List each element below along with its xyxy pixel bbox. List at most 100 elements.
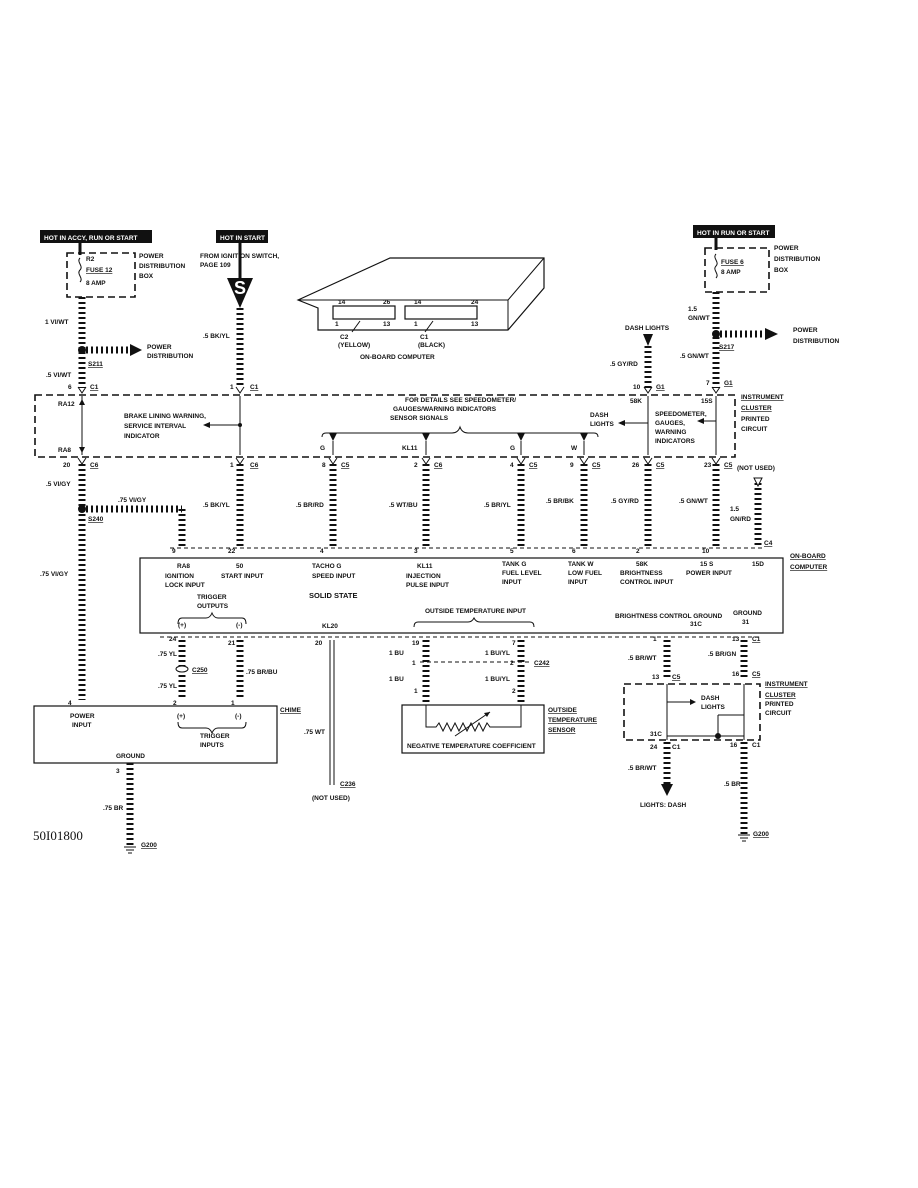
c2-pin-26: 26 — [383, 299, 391, 306]
thermistor-icon — [425, 705, 522, 733]
wire-75-vi-gy-branch: .75 VI/GY — [118, 497, 147, 504]
hot-accy-label: HOT IN ACCY, RUN OR START — [44, 235, 138, 242]
connector-icon — [421, 457, 431, 465]
trigger-brace — [177, 611, 247, 625]
wire-75-wt: .75 WT — [304, 729, 325, 736]
not-used-top: (NOT USED) — [737, 465, 775, 472]
arrow-left-icon — [697, 418, 704, 424]
wire-15-label: 1.5 — [688, 306, 697, 313]
comp-tacho-1: TACHO G — [312, 563, 342, 570]
mid-pin-23: 23 — [704, 462, 712, 469]
comp-tankw-1: TANK W — [568, 561, 594, 568]
wire-75-yl-2: .75 YL — [158, 683, 177, 690]
wire-gn-wt-label: GN/WT — [688, 315, 710, 322]
figure-code: 50I01800 — [33, 828, 83, 843]
comp-pin-10: 10 — [702, 548, 710, 555]
wire-1-vi-wt: 1 VI/WT — [45, 319, 69, 326]
top-conn-g1-b: G1 — [724, 380, 733, 387]
connector-icon — [711, 386, 721, 394]
cluster-name-2: CLUSTER — [741, 405, 772, 412]
wire-5-gy-rd-top: .5 GY/RD — [610, 361, 638, 368]
wire-1-bu-yl-2: 1 BU/YL — [485, 676, 510, 683]
cluster-kl11: KL11 — [402, 445, 418, 452]
comp-pin-4: 4 — [320, 548, 324, 555]
signals-brace — [321, 425, 599, 438]
sensor-label-3: SENSOR — [548, 727, 576, 734]
top-conn-g1-a: G1 — [656, 384, 665, 391]
wire-1-bu-yl-1: 1 BU/YL — [485, 650, 510, 657]
top-connectors — [77, 386, 721, 394]
lower-dash-2: LIGHTS — [701, 704, 725, 711]
lower-pin-13: 13 — [652, 674, 660, 681]
wire-5-wt-bu: .5 WT/BU — [389, 502, 418, 509]
ground-g200-right: G200 — [753, 831, 769, 838]
mid-pin-26: 26 — [632, 462, 640, 469]
sensor-label-1: OUTSIDE — [548, 707, 578, 714]
comp-tacho-2: SPEED INPUT — [312, 573, 355, 580]
comp-minus: (-) — [236, 622, 243, 629]
outside-temp-sensor-box — [401, 704, 545, 754]
chime-pin-4: 4 — [68, 700, 72, 707]
right-fuse-amp: 8 AMP — [721, 269, 741, 276]
lower-ic-4: CIRCUIT — [765, 710, 791, 717]
lower-conn-c5-b: C5 — [752, 671, 761, 678]
wire-1-bu-1: 1 BU — [389, 650, 404, 657]
mid-pin-9: 9 — [570, 462, 574, 469]
sensor-pin-1: 1 — [414, 688, 418, 695]
connector-icon — [235, 457, 245, 465]
c1-pin-1: 1 — [414, 321, 418, 328]
lower-pin-16: 16 — [732, 671, 740, 678]
arrow-down-icon — [79, 447, 85, 453]
lower-conn-c5-a: C5 — [672, 674, 681, 681]
low-pin-7: 7 — [512, 640, 516, 647]
connector-icon — [579, 457, 589, 465]
signal-arrow-icon — [329, 433, 337, 441]
wire-5-br-bk: .5 BR/BK — [546, 498, 574, 505]
wire-1-bu-2: 1 BU — [389, 676, 404, 683]
chime-minus: (-) — [235, 713, 242, 720]
wire-5-bk-yl: .5 BK/YL — [203, 333, 230, 340]
wire-5-br: .5 BR — [724, 781, 741, 788]
comp-ign-1: IGNITION — [165, 573, 194, 580]
c1-pin-13: 13 — [471, 321, 479, 328]
cluster-dash-label-1: DASH — [590, 412, 609, 419]
lower-instrument-cluster-box — [623, 683, 761, 741]
ignition-letter: S — [234, 278, 246, 298]
wire-5-vi-gy: .5 VI/GY — [46, 481, 71, 488]
right-pdb-label-2: DISTRIBUTION — [774, 256, 821, 263]
comp-pin-9: 9 — [172, 548, 176, 555]
wire-5-br-wt-lower: .5 BR/WT — [628, 765, 657, 772]
c1-leader — [424, 320, 434, 333]
arrow-right-icon — [765, 328, 778, 340]
comp-31: 31 — [742, 619, 750, 626]
low-pin-21: 21 — [228, 640, 236, 647]
comp-ra8: RA8 — [177, 563, 190, 570]
comp-31c: 31C — [690, 621, 702, 628]
comp-tankw-3: INPUT — [568, 579, 588, 586]
comp-58k: 58K — [636, 561, 648, 568]
comp-tankg-1: TANK G — [502, 561, 526, 568]
low-pin-13: 13 — [732, 636, 740, 643]
right-pdb-label-3: BOX — [774, 267, 789, 274]
chime-power-2: INPUT — [72, 722, 92, 729]
top-conn-c1-a: C1 — [90, 384, 99, 391]
cluster-g1: G — [320, 445, 325, 452]
wire-5-bk-yl-mid: .5 BK/YL — [203, 502, 230, 509]
cluster-g2: G — [510, 445, 515, 452]
mid-conn-c6-b: C6 — [250, 462, 259, 469]
c250-connector-icon — [175, 665, 189, 673]
conn-c250: C250 — [192, 667, 208, 674]
connector-icon — [643, 457, 653, 465]
comp-p50: 50 — [236, 563, 244, 570]
power-dist-label-2: DISTRIBUTION — [147, 353, 194, 360]
comp-tankw-2: LOW FUEL — [568, 570, 602, 577]
speedo-label-2: GAUGES, — [655, 420, 685, 427]
comp-power: POWER INPUT — [686, 570, 732, 577]
mid-conn-c5-c: C5 — [592, 462, 601, 469]
details-label-1: FOR DETAILS SEE SPEEDOMETER/ — [405, 397, 516, 404]
signal-arrow-icon — [580, 433, 588, 441]
cluster-ra12: RA12 — [58, 401, 75, 408]
mid-pin-20: 20 — [63, 462, 71, 469]
open-end-icon — [753, 477, 763, 488]
comp-pin-5: 5 — [510, 548, 514, 555]
